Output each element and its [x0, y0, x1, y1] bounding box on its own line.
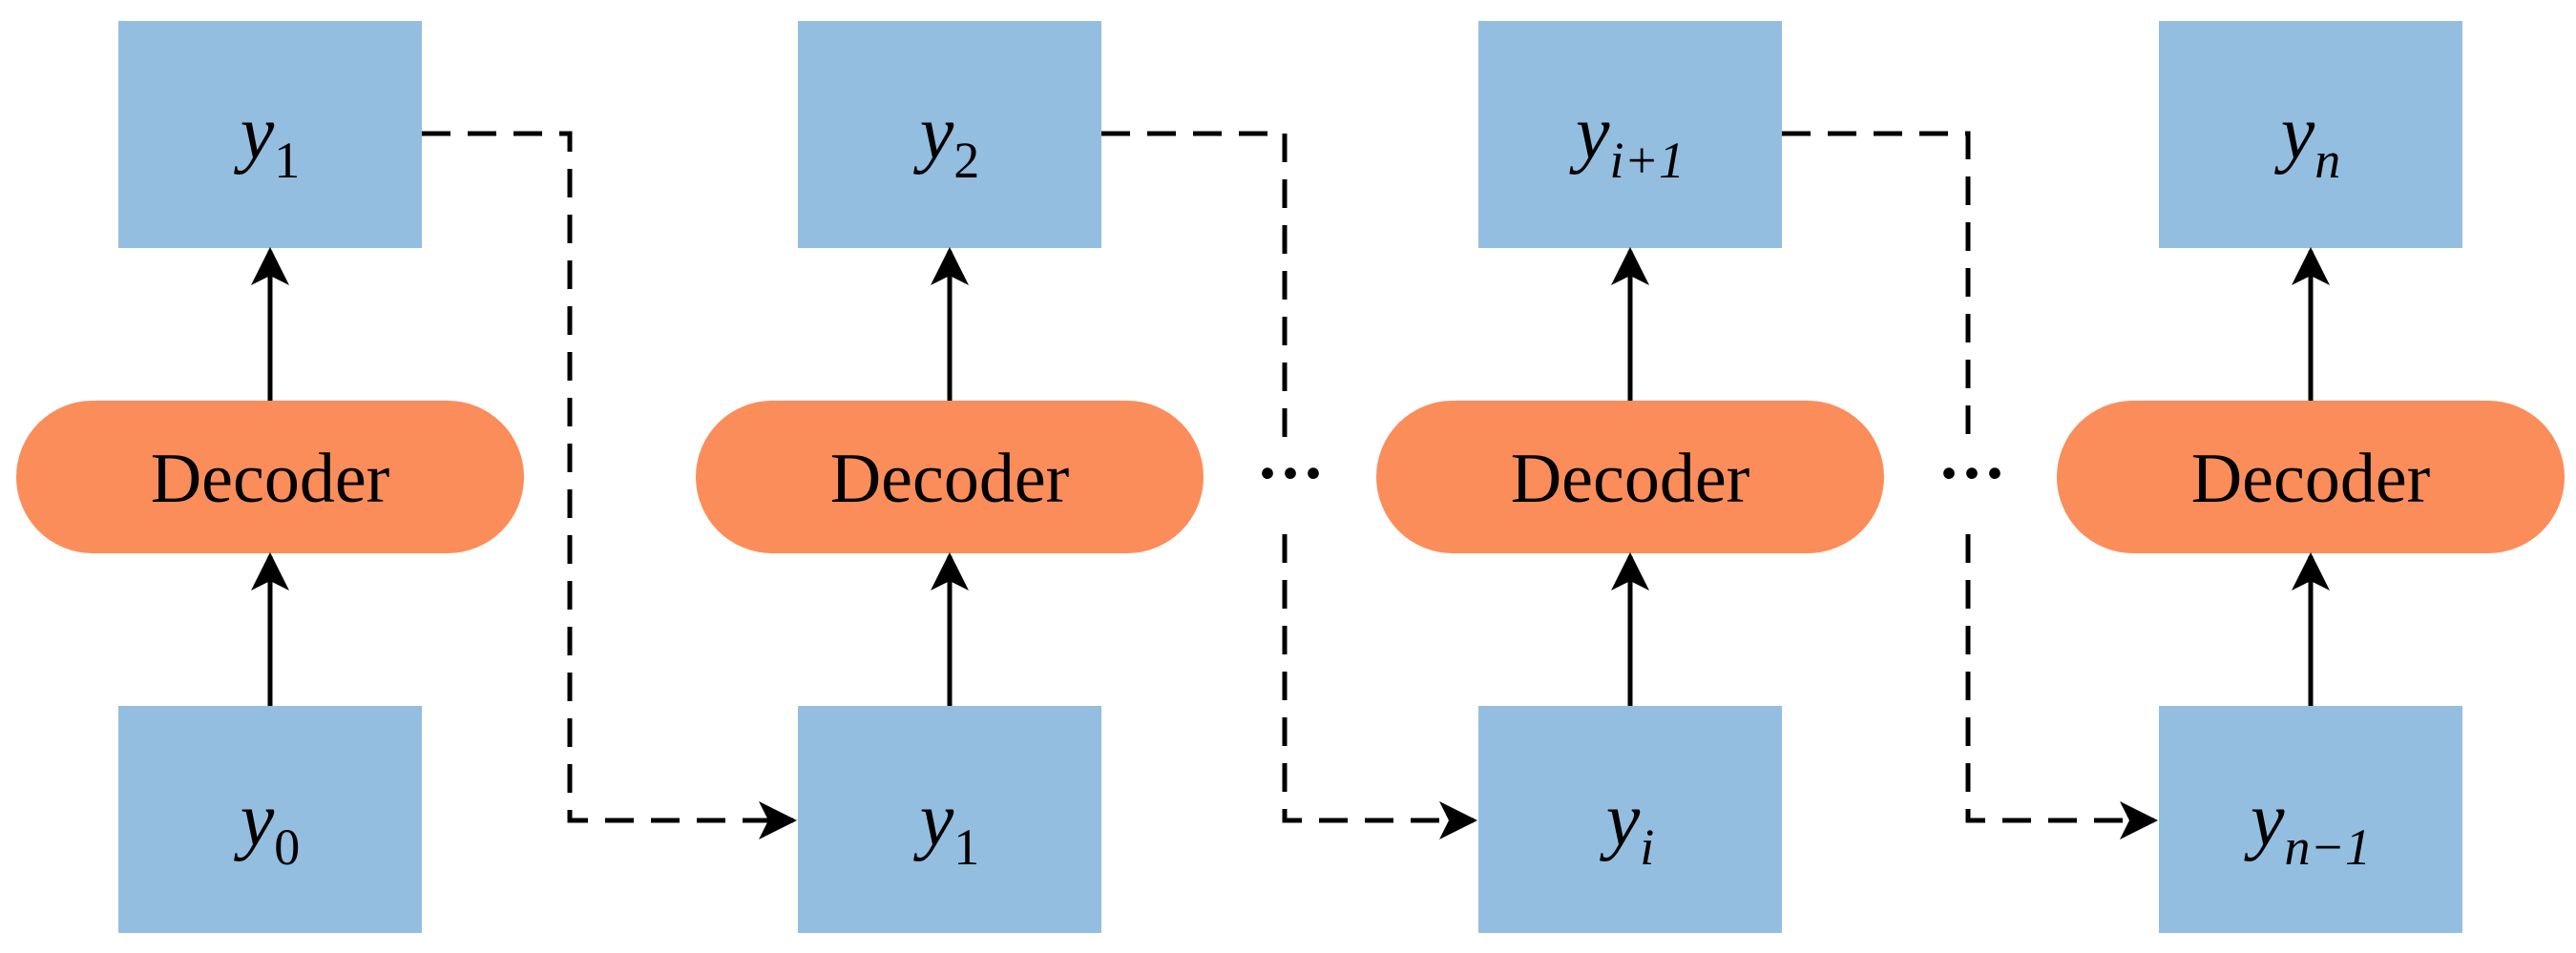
input-token-box-3	[1478, 706, 1782, 933]
decoder-label-3: Decoder	[1511, 440, 1750, 518]
output-token-box-1	[118, 21, 422, 248]
input-token-label-3: yi	[1600, 778, 1655, 876]
stage-3: yi+1 Decoder yi	[1376, 21, 1884, 933]
input-token-label-2: y1	[913, 778, 980, 876]
input-token-label-4: yn−1	[2244, 778, 2371, 876]
output-token-box-3	[1478, 21, 1782, 248]
output-token-box-4	[2159, 21, 2462, 248]
feedback-connector-1	[422, 131, 797, 839]
decoder-block-4	[2057, 401, 2565, 553]
ellipsis-2: ···	[1937, 435, 2006, 511]
decoder-label-1: Decoder	[151, 440, 390, 518]
stage-2: y2 Decoder y1	[696, 21, 1204, 933]
decoder-block-2	[696, 401, 1204, 553]
decoder-label-4: Decoder	[2191, 440, 2431, 518]
stage-1: y1 Decoder y0	[16, 21, 524, 933]
input-token-box-2	[798, 706, 1101, 933]
decoder-block-1	[16, 401, 524, 553]
output-token-label-2: y2	[913, 92, 980, 189]
input-token-box-1	[118, 706, 422, 933]
input-token-box-4	[2159, 706, 2462, 933]
decoder-label-2: Decoder	[830, 440, 1070, 518]
output-token-label-3: yi+1	[1569, 92, 1685, 189]
input-token-label-1: y0	[234, 778, 301, 876]
ellipsis-1: ···	[1256, 435, 1325, 511]
decoder-block-3	[1376, 401, 1884, 553]
output-token-label-4: yn	[2274, 92, 2341, 189]
output-token-label-1: y1	[234, 92, 301, 189]
feedback-connector-2	[1101, 131, 1477, 839]
stage-4: yn Decoder yn−1	[2057, 21, 2565, 933]
output-token-box-2	[798, 21, 1101, 248]
feedback-connector-3	[1782, 131, 2158, 839]
